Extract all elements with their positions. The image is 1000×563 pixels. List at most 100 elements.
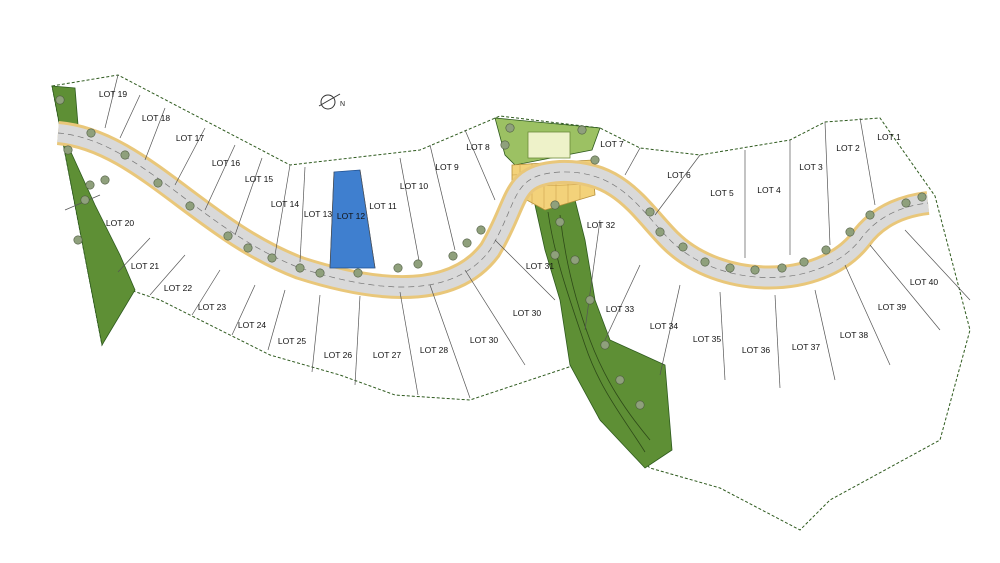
- tree-icon: [80, 195, 90, 205]
- lot-line: [464, 269, 526, 366]
- lot-1-label[interactable]: LOT 1: [877, 132, 901, 142]
- lot-6-label[interactable]: LOT 6: [667, 170, 691, 180]
- lot-36-label[interactable]: LOT 36: [742, 345, 770, 355]
- tree-icon: [63, 145, 73, 155]
- lot-line: [399, 291, 419, 396]
- lot-line: [624, 147, 641, 176]
- lot-26-label[interactable]: LOT 26: [324, 350, 352, 360]
- lot-line: [267, 289, 286, 351]
- lot-35-label[interactable]: LOT 35: [693, 334, 721, 344]
- lot-line: [231, 284, 256, 336]
- lot-16-label[interactable]: LOT 16: [212, 158, 240, 168]
- tree-icon: [845, 227, 855, 237]
- central-green-corridor: [534, 199, 673, 469]
- lot-19-label[interactable]: LOT 19: [99, 89, 127, 99]
- tree-icon: [570, 255, 580, 265]
- tree-icon: [462, 238, 472, 248]
- lot-39-label[interactable]: LOT 39: [878, 302, 906, 312]
- lot-37-label[interactable]: LOT 37: [792, 342, 820, 352]
- lot-17-label[interactable]: LOT 17: [176, 133, 204, 143]
- lot-20-label[interactable]: LOT 20: [106, 218, 134, 228]
- lot-line: [299, 166, 306, 263]
- lot-line: [104, 74, 119, 129]
- tree-icon: [448, 251, 458, 261]
- lot-15-label[interactable]: LOT 15: [245, 174, 273, 184]
- lot-18-label[interactable]: LOT 18: [142, 113, 170, 123]
- lot-line: [604, 264, 641, 341]
- tree-icon: [353, 268, 363, 278]
- lot-24-label[interactable]: LOT 24: [238, 320, 266, 330]
- lot-4-label[interactable]: LOT 4: [757, 185, 781, 195]
- tree-icon: [600, 340, 610, 350]
- lot-line: [904, 229, 971, 301]
- lot-33-label[interactable]: LOT 33: [606, 304, 634, 314]
- lot-line: [329, 171, 335, 269]
- street-trees: [55, 95, 927, 410]
- lot-line: [354, 295, 361, 386]
- lot-27-label[interactable]: LOT 27: [373, 350, 401, 360]
- tree-icon: [295, 263, 305, 273]
- lot-line: [774, 294, 781, 389]
- lot-10-label[interactable]: LOT 10: [400, 181, 428, 191]
- lot-30a-label[interactable]: LOT 30: [513, 308, 541, 318]
- tree-icon: [635, 400, 645, 410]
- lot-31-label[interactable]: LOT 31: [526, 261, 554, 271]
- lot-25-label[interactable]: LOT 25: [278, 336, 306, 346]
- lot-14-label[interactable]: LOT 14: [271, 199, 299, 209]
- lot-23-label[interactable]: LOT 23: [198, 302, 226, 312]
- tree-icon: [725, 263, 735, 273]
- lot-line: [399, 157, 421, 267]
- lot-line: [311, 294, 321, 373]
- lot-7-label[interactable]: LOT 7: [600, 139, 624, 149]
- lot-11-label[interactable]: LOT 11: [369, 201, 397, 211]
- lot-12-label[interactable]: LOT 12: [337, 211, 365, 221]
- lot-9-label[interactable]: LOT 9: [435, 162, 459, 172]
- lot-line: [494, 239, 556, 301]
- tree-icon: [917, 192, 927, 202]
- lot-34-label[interactable]: LOT 34: [650, 321, 678, 331]
- lot-line: [824, 121, 831, 246]
- tree-icon: [821, 245, 831, 255]
- lot-30b-label[interactable]: LOT 30: [470, 335, 498, 345]
- tree-icon: [55, 95, 65, 105]
- lot-line: [429, 284, 471, 399]
- lot-8-label[interactable]: LOT 8: [466, 142, 490, 152]
- lot-21-label[interactable]: LOT 21: [131, 261, 159, 271]
- lot-2-label[interactable]: LOT 2: [836, 143, 860, 153]
- lot-line: [274, 164, 291, 256]
- lot-28-label[interactable]: LOT 28: [420, 345, 448, 355]
- property-boundary: [51, 74, 971, 531]
- tree-icon: [153, 178, 163, 188]
- north-label: N: [340, 101, 345, 108]
- lot-22-label[interactable]: LOT 22: [164, 283, 192, 293]
- lot-line: [119, 94, 141, 139]
- tree-icon: [267, 253, 277, 263]
- tree-icon: [645, 207, 655, 217]
- tree-icon: [555, 217, 565, 227]
- lot-32-label[interactable]: LOT 32: [587, 220, 615, 230]
- lot-line: [464, 129, 496, 201]
- lot-40-label[interactable]: LOT 40: [910, 277, 938, 287]
- tree-icon: [73, 235, 83, 245]
- tree-icon: [678, 242, 688, 252]
- north-arrow: N: [318, 93, 345, 110]
- tree-icon: [700, 257, 710, 267]
- tree-icon: [550, 200, 560, 210]
- park-pavilion: [527, 131, 571, 159]
- lot-line: [149, 254, 186, 296]
- lot-line: [117, 237, 151, 273]
- lot-line: [234, 157, 263, 236]
- tree-icon: [655, 227, 665, 237]
- lot-38-label[interactable]: LOT 38: [840, 330, 868, 340]
- lot-13-label[interactable]: LOT 13: [304, 209, 332, 219]
- tree-icon: [550, 250, 560, 260]
- lot-3-label[interactable]: LOT 3: [799, 162, 823, 172]
- west-green-space: [51, 85, 136, 347]
- tree-icon: [590, 155, 600, 165]
- tree-icon: [865, 210, 875, 220]
- tree-icon: [393, 263, 403, 273]
- lot-5-label[interactable]: LOT 5: [710, 188, 734, 198]
- tree-icon: [615, 375, 625, 385]
- lot-line: [719, 291, 726, 381]
